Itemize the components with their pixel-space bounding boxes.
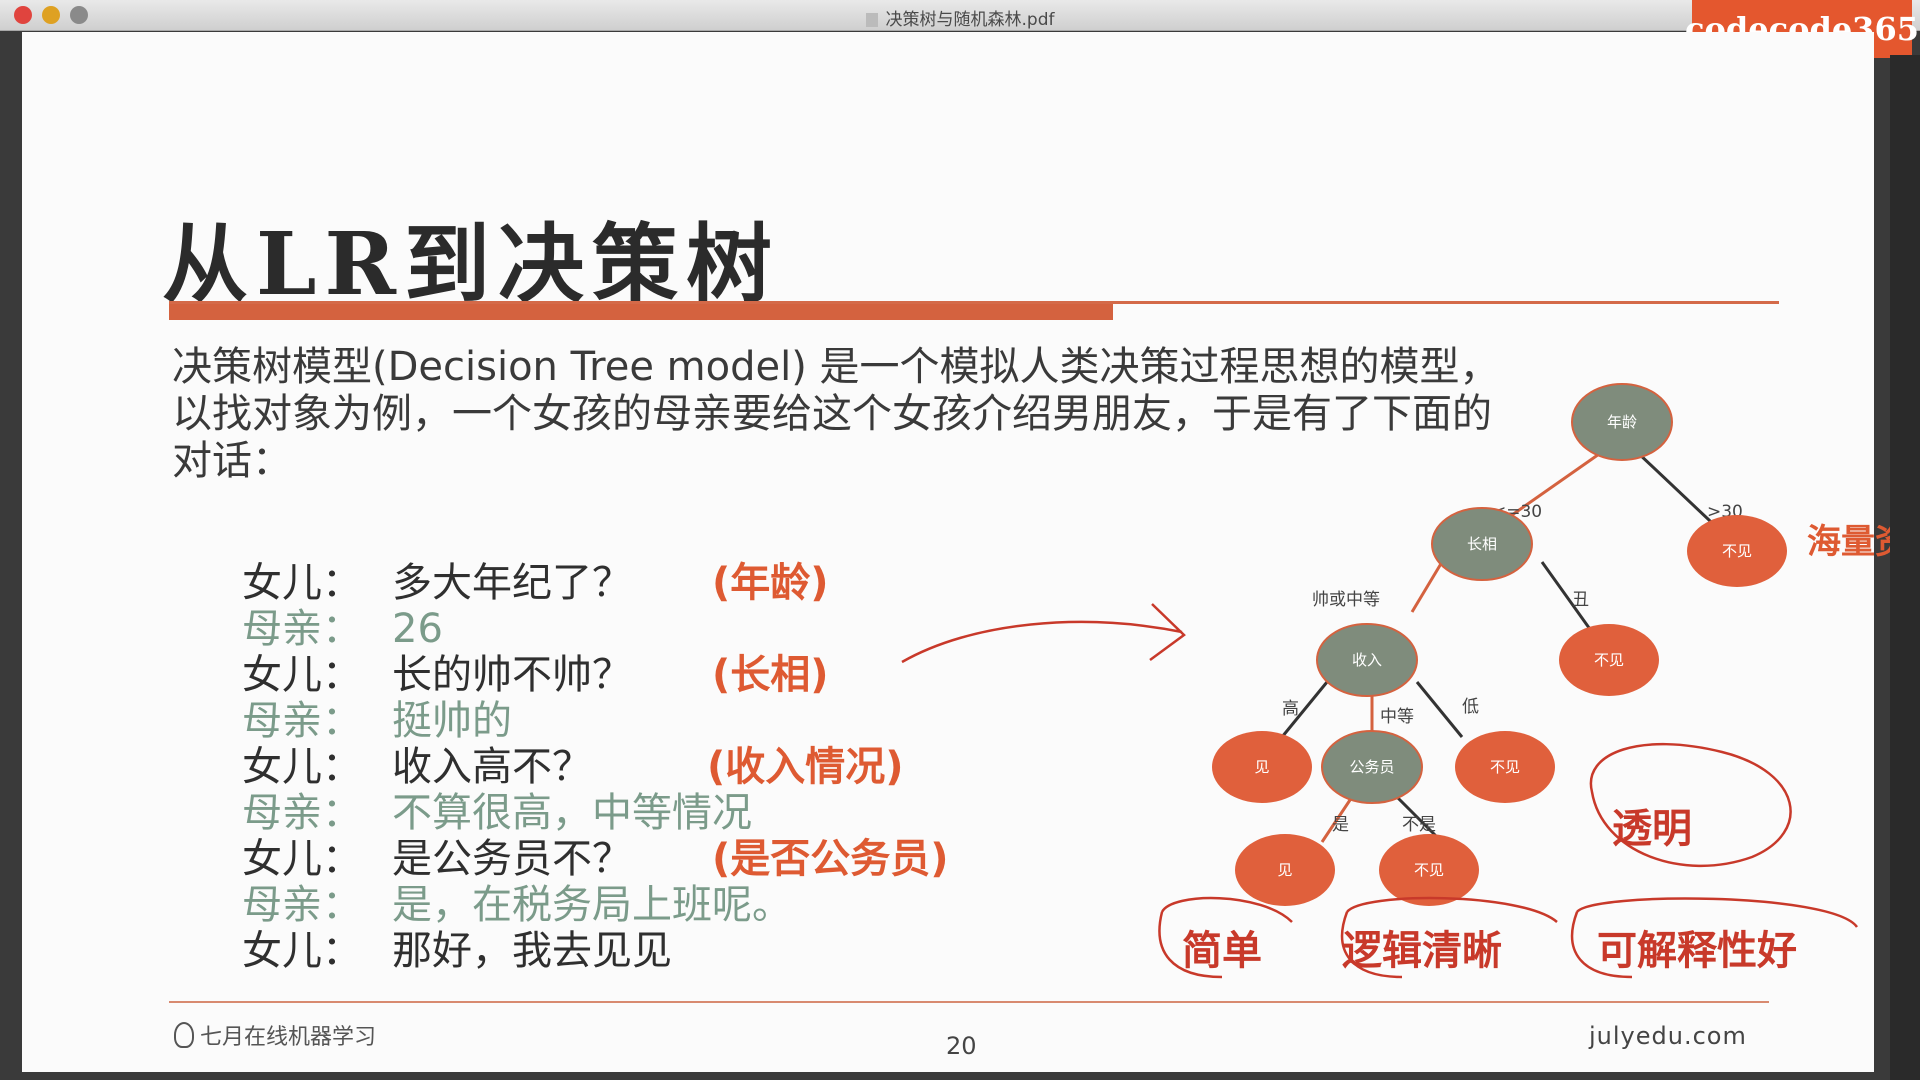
handwritten-arrow (901, 603, 1186, 664)
dialog-speaker: 母亲： (242, 882, 362, 928)
tree-leaf-no (1379, 834, 1479, 906)
pdf-document-icon (865, 13, 878, 27)
dialog-line: 女儿： 长的帅不帅？ (242, 642, 632, 698)
window-right-edge (1890, 55, 1920, 1080)
tree-node-income-label: 收入 (1352, 651, 1382, 669)
footer-logo: 七月在线机器学习 (174, 1019, 376, 1051)
dialog-text: 那好，我去见见 (392, 928, 672, 974)
attribute-tag-age: (年龄) (712, 560, 829, 606)
decision-tree-diagram: <=30 >30 帅或中等 丑 高 中等 低 是 不是 年龄 长相 不见 收入 … (901, 383, 1859, 979)
minimize-window-button[interactable] (42, 6, 60, 24)
dialog-text: 是，在税务局上班呢。 (392, 882, 792, 928)
tree-node-civil-servant (1321, 730, 1423, 804)
tree-leaf-no (1559, 624, 1659, 696)
heading-rule-thin (169, 301, 1779, 304)
dialog-speaker: 母亲： (242, 698, 362, 744)
tree-leaf-label: 不见 (1594, 651, 1624, 669)
tree-node-looks (1431, 507, 1533, 581)
dialog-text: 挺帅的 (392, 698, 512, 744)
lightbulb-icon (174, 1022, 194, 1048)
handwritten-transparent: 透明 (1612, 806, 1692, 852)
tree-node-civil-label: 公务员 (1349, 758, 1394, 776)
edge-income-low (1415, 681, 1464, 738)
tree-leaf-yes (1235, 834, 1335, 906)
handwritten-interpretable: 可解释性好 (1597, 928, 1797, 974)
dialog-speaker: 女儿： (242, 560, 362, 606)
tree-leaf-label: 见 (1277, 861, 1292, 879)
pdf-slide: 从LR到决策树 决策树模型(Decision Tree model) 是一个模拟… (22, 32, 1920, 1072)
edge-label-isnot: 不是 (1402, 815, 1436, 835)
page-number: 20 (946, 1032, 977, 1060)
tree-leaf-label: 见 (1254, 758, 1269, 776)
attribute-tag-looks: (长相) (712, 652, 829, 698)
window-title-text: 决策树与随机森林.pdf (885, 10, 1055, 30)
dialog-line: 母亲： 不算很高，中等情况 (242, 780, 752, 836)
tree-node-age (1571, 383, 1673, 461)
edge-label-handsome: 帅或中等 (1312, 590, 1380, 610)
edge-civil-yes (1320, 796, 1354, 843)
heading-rule-thick (169, 304, 1113, 320)
tree-leaf-label: 不见 (1490, 758, 1520, 776)
dialog-line: 女儿： 那好，我去见见 (242, 918, 672, 974)
intro-paragraph: 决策树模型(Decision Tree model) 是一个模拟人类决策过程思想… (172, 344, 1500, 484)
edge-label-ugly: 丑 (1572, 590, 1589, 610)
close-window-button[interactable] (14, 6, 32, 24)
dialog-speaker: 女儿： (242, 836, 362, 882)
dialog-text: 26 (392, 606, 443, 652)
dialog-text: 是公务员不？ (392, 836, 632, 882)
dialog-text: 长的帅不帅？ (392, 652, 632, 698)
handwritten-simple: 简单 (1182, 928, 1262, 974)
dialog-line: 母亲： 26 (242, 596, 443, 652)
edge-looks-income (1410, 561, 1444, 613)
footer-logo-text: 七月在线机器学习 (200, 1025, 377, 1050)
dialog-line: 母亲： 挺帅的 (242, 688, 512, 744)
handwritten-arc (1158, 896, 1293, 979)
tree-leaf-no (1687, 515, 1787, 587)
window-title: 决策树与随机森林.pdf (0, 5, 1920, 30)
maximize-window-button[interactable] (70, 6, 88, 24)
dialog-line: 女儿： 是公务员不？ (242, 826, 632, 882)
edge-label-high: 高 (1282, 699, 1299, 719)
window-titlebar: 决策树与随机森林.pdf (0, 0, 1920, 31)
dialog-text: 不算很高，中等情况 (392, 790, 752, 836)
dialog-speaker: 女儿： (242, 928, 362, 974)
dialog-line: 女儿： 多大年纪了？ (242, 550, 632, 606)
tree-node-looks-label: 长相 (1467, 535, 1497, 553)
dialog-text: 多大年纪了？ (392, 560, 632, 606)
tree-node-income (1316, 623, 1418, 697)
tree-leaf-no (1455, 731, 1555, 803)
handwritten-clear: 逻辑清晰 (1342, 928, 1502, 974)
tree-node-age-label: 年龄 (1607, 413, 1637, 431)
slide-heading: 从LR到决策树 (162, 214, 780, 315)
tree-leaf-label: 不见 (1414, 861, 1444, 879)
edge-root-looks (1501, 450, 1603, 524)
edge-income-high (1280, 681, 1329, 738)
edge-label-low: 低 (1462, 697, 1479, 717)
handwritten-circle (1589, 742, 1792, 867)
handwritten-arc (1340, 896, 1558, 979)
dialog-speaker: 母亲： (242, 606, 362, 652)
dialog-text: 收入高不？ (392, 744, 592, 790)
attribute-tag-civil-servant: (是否公务员) (712, 836, 949, 882)
dialog-speaker: 女儿： (242, 652, 362, 698)
tree-leaf-label: 不见 (1722, 542, 1752, 560)
dialog-line: 母亲： 是，在税务局上班呢。 (242, 872, 792, 928)
edge-label-is: 是 (1332, 815, 1349, 835)
dialog-speaker: 母亲： (242, 790, 362, 836)
edge-label-medium: 中等 (1380, 707, 1414, 727)
footer-rule (169, 1001, 1769, 1003)
tree-leaf-yes (1212, 731, 1312, 803)
dialog-line: 女儿： 收入高不？ (242, 734, 592, 790)
attribute-tag-income: (收入情况) (707, 744, 904, 790)
handwritten-arc (1570, 897, 1859, 979)
edge-looks-leaf (1540, 561, 1594, 633)
footer-site: julyedu.com (1589, 1022, 1747, 1050)
dialog-speaker: 女儿： (242, 744, 362, 790)
